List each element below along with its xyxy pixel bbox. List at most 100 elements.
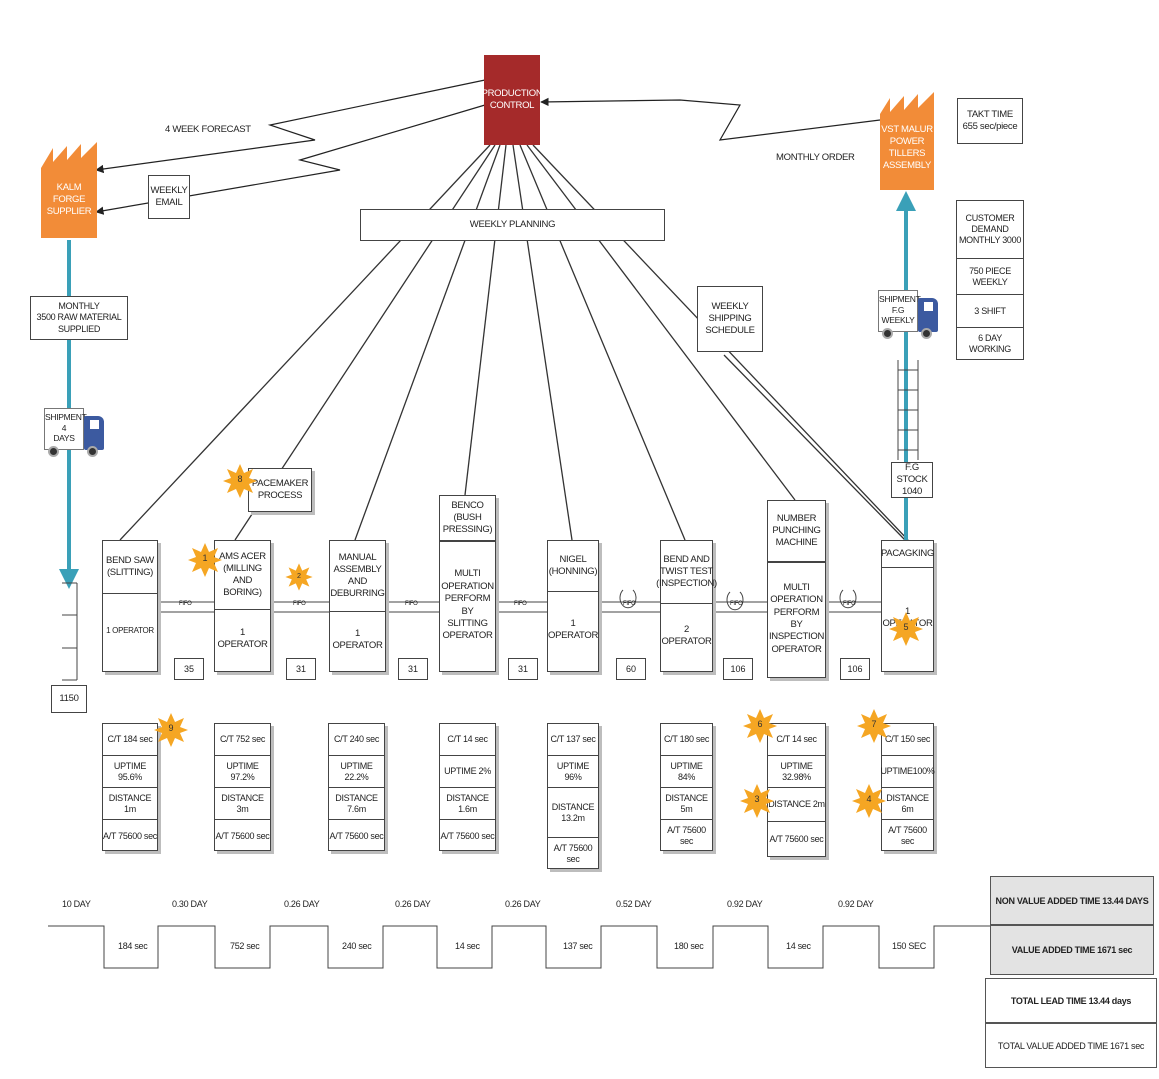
process-nigel[interactable]: NIGEL (HONNING) 1 OPERATOR [547,540,599,672]
timeline-day: 10 DAY [62,899,91,909]
process-benco[interactable]: MULTI OPERATION PERFORM BY SLITTING OPER… [439,541,496,672]
process-title: NIGEL (HONNING) [548,541,598,592]
wheel-icon [87,446,98,457]
customer-label: VST MALUR POWER TILLERS ASSEMBLY [881,124,933,171]
cycle-time: C/T 180 sec [661,724,712,756]
raw-material-box: MONTHLY 3500 RAW MATERIAL SUPPLIED [30,296,128,340]
loop-arrows [619,589,857,611]
process-operators: 1 OPERATOR [332,627,383,651]
process-title: AMS ACER (MILLING AND BORING) [215,541,270,610]
process-bend-saw[interactable]: BEND SAW (SLITTING) 1 OPERATOR [102,540,158,672]
process-title: PACAGKING [881,541,934,568]
inbound-shipment-label: SHIPMENT 4 DAYS [44,408,87,450]
distance: DISTANCE 6m [882,788,933,820]
process-operators: 1 OPERATOR [106,625,154,635]
fifo-label: FIFO [405,601,418,607]
cycle-time: C/T 240 sec [329,724,384,756]
cycle-time: C/T 14 sec [440,724,495,756]
uptime: UPTIME100% [880,756,935,788]
fifo-label: FIFO [730,601,743,607]
wheel-icon [921,328,932,339]
distance: DISTANCE 7.6m [329,788,384,820]
takt-time-box: TAKT TIME 655 sec/piece [957,98,1023,144]
timeline-sec: 240 sec [342,941,372,951]
uptime: UPTIME 84% [661,756,712,788]
supplier-label: KALM FORGE SUPPLIER [46,182,92,217]
data-box-bend-saw: C/T 184 sec UPTIME 95.6% DISTANCE 1m A/T… [102,723,158,851]
weekly-email-box: WEEKLY EMAIL [148,175,190,219]
process-title: MULTI OPERATION PERFORM BY SLITTING OPER… [441,568,494,642]
data-box-ams-acer: C/T 752 sec UPTIME 97.2% DISTANCE 3m A/T… [214,723,271,851]
forecast-arrow [95,79,486,174]
timeline-sec: 137 sec [563,941,593,951]
uptime: UPTIME 96% [548,756,598,788]
kaizen-burst-icon: 5 [889,612,923,646]
truck-cab-icon [84,416,104,450]
customer-data-box: CUSTOMER DEMAND MONTHLY 3000 750 PIECE W… [956,200,1024,360]
customer-factory[interactable]: VST MALUR POWER TILLERS ASSEMBLY [880,92,934,190]
available-time: A/T 75600 sec [440,830,495,841]
process-number-punching[interactable]: MULTI OPERATION PERFORM BY INSPECTION OP… [767,562,826,678]
timeline-sec: 180 sec [674,941,704,951]
kaizen-burst-icon: 1 [188,543,222,577]
process-operators: 1 OPERATOR [217,626,268,650]
order-arrow [540,97,881,141]
raw-stock-count: 1150 [51,685,87,713]
uptime: UPTIME 97.2% [215,756,270,788]
raw-stock-bracket [62,582,78,681]
uptime: UPTIME 95.6% [103,756,157,788]
process-bend-twist-test[interactable]: BEND AND TWIST TEST (INSPECTION) 2 OPERA… [656,540,717,672]
distance: DISTANCE 13.2m [548,788,598,838]
weekly-shipping-schedule: WEEKLY SHIPPING SCHEDULE [697,286,763,352]
timeline-sec: 14 sec [455,941,480,951]
production-control[interactable]: PRODUCTION CONTROL [482,55,543,145]
kaizen-burst-icon: 6 [743,709,777,743]
process-ams-acer[interactable]: AMS ACER (MILLING AND BORING) 1 OPERATOR [214,540,271,672]
process-title: MULTI OPERATION PERFORM BY INSPECTION OP… [768,581,825,655]
monthly-order-label: MONTHLY ORDER [776,152,855,163]
process-title: BEND SAW (SLITTING) [103,541,157,594]
inbound-truck: SHIPMENT 4 DAYS [44,408,106,460]
inventory-box: 106 [840,658,870,680]
distance: DISTANCE 3m [215,788,270,820]
uptime: UPTIME 22.2% [329,756,384,788]
inventory-box: 31 [398,658,428,680]
fifo-label: FIFO [514,601,527,607]
process-operators: 2 OPERATOR [661,623,712,647]
benco-header: BENCO (BUSH PRESSING) [439,495,496,541]
non-value-added-time: NON VALUE ADDED TIME 13.44 DAYS [990,876,1154,925]
distance: DISTANCE 1m [103,788,157,820]
available-time: A/T 75600 sec [103,830,157,841]
cycle-time: C/T 14 sec [768,724,825,756]
truck-cab-icon [918,298,938,332]
uptime: UPTIME 2% [440,756,495,788]
shifts: 3 SHIFT [957,295,1023,328]
wheel-icon [882,328,893,339]
factory-icon [880,92,934,190]
process-title: MANUAL ASSEMBLY AND DEBURRING [330,541,385,612]
timeline-sec: 184 sec [118,941,148,951]
outbound-shipment-label: SHIPMENT F.G WEEKLY [878,290,921,332]
timeline-day: 0.26 DAY [505,899,541,909]
available-time: A/T 75600 sec [215,830,270,841]
kaizen-burst-icon: 3 [740,784,774,818]
supplier-factory[interactable]: KALM FORGE SUPPLIER [41,140,97,238]
process-packaging[interactable]: PACAGKING 1 OPERATOR [881,540,934,672]
available-time: A/T 75600 sec [553,843,593,864]
timeline-sec: 14 sec [786,941,811,951]
kaizen-burst-icon: 8 [223,464,257,498]
outbound-truck: SHIPMENT F.G WEEKLY [878,290,942,342]
inventory-box: 31 [508,658,538,680]
timeline-sec: 752 sec [230,941,260,951]
fg-stock-box: F.G STOCK 1040 [891,462,933,498]
kaizen-burst-icon: 4 [852,784,886,818]
data-box-number-punching: C/T 14 sec UPTIME 32.98% DISTANCE 2m A/T… [767,723,826,857]
working-days: 6 DAY WORKING [969,332,1011,354]
available-time: A/T 75600 sec [329,830,384,841]
distance: DISTANCE 5m [661,788,712,820]
inventory-box: 35 [174,658,204,680]
kaizen-burst-icon: 2 [285,563,313,591]
fifo-label: FIFO [179,601,192,607]
process-manual-assembly[interactable]: MANUAL ASSEMBLY AND DEBURRING 1 OPERATOR [329,540,386,672]
timeline-line [48,925,990,969]
